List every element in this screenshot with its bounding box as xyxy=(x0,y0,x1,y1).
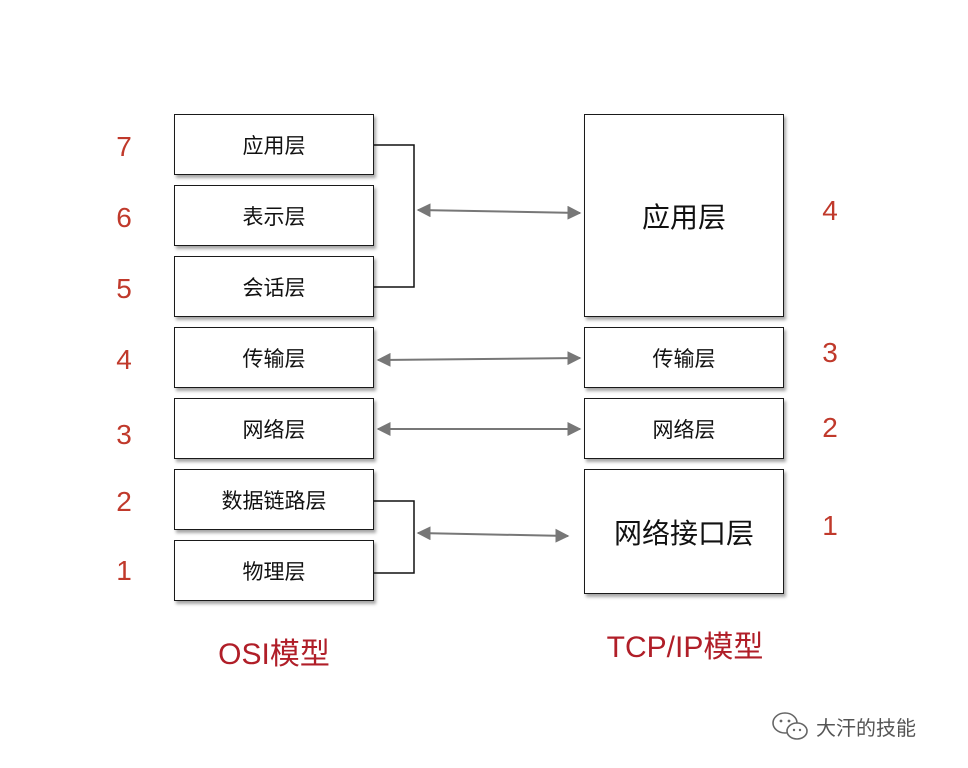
osi-session-layer: 会话层 xyxy=(174,256,374,317)
application-mapping-arrow xyxy=(416,203,582,220)
transport-mapping-arrow xyxy=(376,351,582,367)
network-interface-mapping-arrow xyxy=(416,526,570,543)
osi-layer-number-7: 7 xyxy=(116,131,132,162)
tcpip-transport-layer: 传输层 xyxy=(584,327,784,388)
osi-network-layer: 网络层 xyxy=(174,398,374,459)
tcpip-application-layer: 应用层 xyxy=(584,114,784,317)
watermark: 大汗的技能 xyxy=(770,706,916,746)
osi-layer-label: 数据链路层 xyxy=(221,488,327,513)
osi-layer-label: 物理层 xyxy=(242,559,306,584)
watermark-text: 大汗的技能 xyxy=(816,715,916,740)
tcpip-layer-number-2: 2 xyxy=(822,412,838,443)
tcpip-layer-number-4: 4 xyxy=(822,195,838,226)
osi-layer-label: 会话层 xyxy=(242,275,306,300)
osi-layer-number-3: 3 xyxy=(116,419,132,450)
tcpip-model-title: TCP/IP模型 xyxy=(606,631,764,664)
osi-layer-number-4: 4 xyxy=(116,344,132,375)
tcpip-layer-label: 应用层 xyxy=(641,200,726,234)
osi-presentation-layer: 表示层 xyxy=(174,185,374,246)
tcpip-layer-label: 传输层 xyxy=(652,346,716,371)
tcpip-layer-label: 网络接口层 xyxy=(613,516,754,550)
osi-layer-label: 传输层 xyxy=(242,346,306,371)
wechat-icon xyxy=(772,712,808,740)
osi-layer-number-2: 2 xyxy=(116,486,132,517)
osi-layer-label: 表示层 xyxy=(242,204,306,229)
osi-transport-layer: 传输层 xyxy=(174,327,374,388)
osi-data-link-layer: 数据链路层 xyxy=(174,469,374,530)
tcpip-network-layer: 网络层 xyxy=(584,398,784,459)
osi-lower-bracket xyxy=(374,500,415,574)
osi-layer-number-6: 6 xyxy=(116,202,132,233)
osi-layer-label: 应用层 xyxy=(242,133,306,158)
tcpip-layer-label: 网络层 xyxy=(652,417,716,442)
tcpip-layer-number-1: 1 xyxy=(822,510,838,541)
osi-layer-number-1: 1 xyxy=(116,555,132,586)
osi-layer-label: 网络层 xyxy=(242,417,306,442)
osi-layer-number-5: 5 xyxy=(116,273,132,304)
tcpip-network-interface-layer: 网络接口层 xyxy=(584,469,784,594)
osi-upper-bracket xyxy=(374,144,415,288)
osi-physical-layer: 物理层 xyxy=(174,540,374,601)
osi-application-layer: 应用层 xyxy=(174,114,374,175)
tcpip-layer-number-3: 3 xyxy=(822,337,838,368)
osi-model-title: OSI模型 xyxy=(218,638,330,671)
